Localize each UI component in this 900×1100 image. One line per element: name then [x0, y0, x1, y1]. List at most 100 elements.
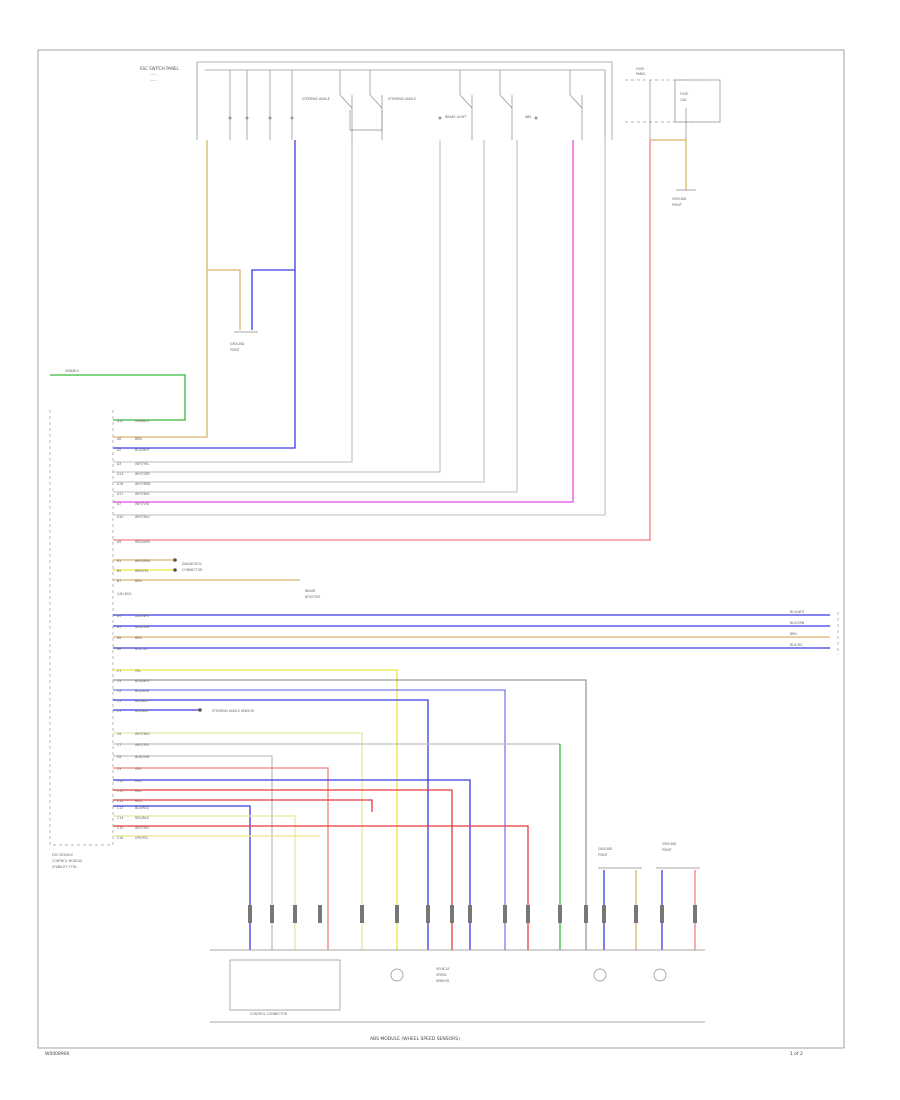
- wire-label-68: C16: [117, 836, 123, 840]
- mid-wires: B3 BRN/GRN B4 BRN/YEL B7 BRN DIAGNOSTIC CON…: [113, 558, 321, 599]
- ground-left-label-2: POINT: [230, 348, 240, 352]
- wire-label-31: BRN: [135, 636, 142, 640]
- wire-label-32: B8: [117, 647, 121, 651]
- wire-label-18: A9: [117, 540, 121, 544]
- wire-blue-a2: [113, 140, 296, 449]
- wire-label-7: WHT/YEL: [135, 462, 150, 466]
- wire-label-71: CONTROL MODULE: [52, 859, 82, 863]
- wire-label-9: WHT/GRY: [135, 472, 150, 476]
- wire-label-76: POINT: [662, 848, 672, 852]
- wire-label-2: A6: [117, 437, 121, 441]
- wire-label-16: A10: [117, 515, 123, 519]
- wire-label-48: C6: [117, 732, 121, 736]
- wire-label-59: RED: [135, 789, 142, 793]
- wire-label-22: B4: [117, 569, 121, 573]
- wire-label-25: BRN: [135, 579, 142, 583]
- mid-splice-2: BOOSTER: [305, 595, 321, 599]
- block-label-4: ABS: [525, 115, 531, 119]
- wire-label-29: BLU/GRN: [135, 625, 150, 629]
- wire-label-60: C12: [117, 799, 123, 803]
- wire-label-64: C14: [117, 816, 123, 820]
- mid-component-1: DIAGNOSTIC: [182, 562, 203, 566]
- can-bus-label: CAN BUS: [117, 592, 131, 596]
- wire-label-47: BLU/BLU: [135, 709, 149, 713]
- ground-top: GROUND POINT: [672, 189, 696, 207]
- wire-label-66: C15: [117, 826, 123, 830]
- wire-label-11: WHT/BRN: [135, 482, 151, 486]
- wire-label-58: C11: [117, 789, 123, 793]
- wire-label-35: BLU/GRN: [790, 621, 805, 625]
- wire-label-36: BRN: [790, 632, 797, 636]
- abs-module: CONTROL CONNECTOR VEHICLE SPEED SENSOR A…: [210, 949, 705, 1042]
- wire-gray-4: [113, 140, 518, 493]
- pin-labels-top: A15 GRN/BLU A6 BRN A2 BLU/WHT A3 WHT/YEL A14…: [117, 419, 151, 544]
- wire-green-a15: [50, 374, 186, 421]
- bottom-block-label: CONTROL CONNECTOR: [250, 1012, 288, 1016]
- top-wires: [113, 139, 687, 541]
- fuse-label-1: FUSE: [680, 92, 688, 96]
- wire-label-78: SPEED: [436, 973, 447, 977]
- wire-label-12: A11: [117, 492, 123, 496]
- wire-label-37: BLU/YEL: [790, 643, 803, 647]
- mid-component-2: CONNECTOR: [182, 568, 203, 572]
- wire-label-14: A7: [117, 502, 121, 506]
- wire-label-1: GRN/BLU: [135, 419, 150, 423]
- wire-label-73: GROUND: [598, 847, 613, 851]
- wire-gray-3: [113, 140, 485, 483]
- wire-label-39: YEL: [135, 669, 141, 673]
- wire-label-5: BLU/WHT: [135, 448, 150, 452]
- wire-label-44: C5: [117, 699, 121, 703]
- block-label-3: BRAKE LIGHT: [445, 115, 466, 119]
- fuse-panel: FUSE PANEL FUSE 10A: [625, 67, 721, 140]
- wire-label-8: A14: [117, 472, 123, 476]
- wire-gray-5: [113, 140, 606, 516]
- wire-tan-ground: [207, 269, 241, 330]
- wire-label-65: RED/BLK: [135, 816, 150, 820]
- wire-label-26: B9: [117, 614, 121, 618]
- wire-gray-2: [113, 140, 441, 473]
- diagram-code: W0008900: [45, 1051, 70, 1057]
- wire-label-24: B7: [117, 579, 121, 583]
- wire-label-3: BRN: [135, 437, 142, 441]
- wire-label-52: C8: [117, 755, 121, 759]
- wire-label-45: BLU/BLU: [135, 699, 149, 703]
- wire-gray-1: [113, 140, 353, 463]
- splice-label: STEERING ANGLE SENSOR: [212, 709, 255, 713]
- wire-label-4: A2: [117, 448, 121, 452]
- ground-left: GROUND POINT: [230, 331, 258, 352]
- page-number: 1 of 2: [790, 1051, 803, 1057]
- wire-label-46: C3: [117, 709, 121, 713]
- block-label-2: STEERING ANGLE: [388, 97, 416, 101]
- wire-label-75: GROUND: [662, 842, 677, 846]
- fuse-panel-label-2: PANEL: [636, 72, 646, 76]
- wire-label-63: BLU/RED: [135, 806, 149, 810]
- diagram-frame: [37, 49, 845, 1049]
- wire-label-34: BLU/WHT: [790, 610, 805, 614]
- wire-label-57: RED: [135, 779, 142, 783]
- wire-label-61: RED: [135, 799, 142, 803]
- switch-panel-sublabel-2: ·······: [150, 79, 157, 83]
- wire-label-74: POINT: [598, 853, 608, 857]
- block-label-1: STEERING ANGLE: [302, 97, 330, 101]
- ground-right-bottom: GROUND POINT GROUND POINT: [598, 842, 700, 950]
- wire-label-67: WHT/YEL: [135, 826, 150, 830]
- wire-label-50: C7: [117, 743, 121, 747]
- wire-label-20: B3: [117, 559, 121, 563]
- wire-label-40: C4: [117, 679, 121, 683]
- wire-label-21: BRN/GRN: [135, 559, 151, 563]
- wire-label-23: BRN/YEL: [135, 569, 149, 573]
- switch-panel-sublabel-1: ·······: [150, 73, 157, 77]
- wire-label-51: WHT/YEL: [135, 743, 150, 747]
- wire-label-28: B5: [117, 625, 121, 629]
- wire-label-43: BLU/BRN: [135, 689, 150, 693]
- wire-label-77: VEHICLE: [436, 967, 450, 971]
- wire-label-62: C13: [117, 806, 123, 810]
- wire-label-13: WHT/BLK: [135, 492, 151, 496]
- wire-label-0: A15: [117, 419, 123, 423]
- wire-label-6: A3: [117, 462, 121, 466]
- wire-label-79: SENSOR: [436, 979, 450, 983]
- wire-label-55: GRY: [135, 767, 141, 771]
- wire-label-72: STABILITY CTRL: [52, 865, 77, 869]
